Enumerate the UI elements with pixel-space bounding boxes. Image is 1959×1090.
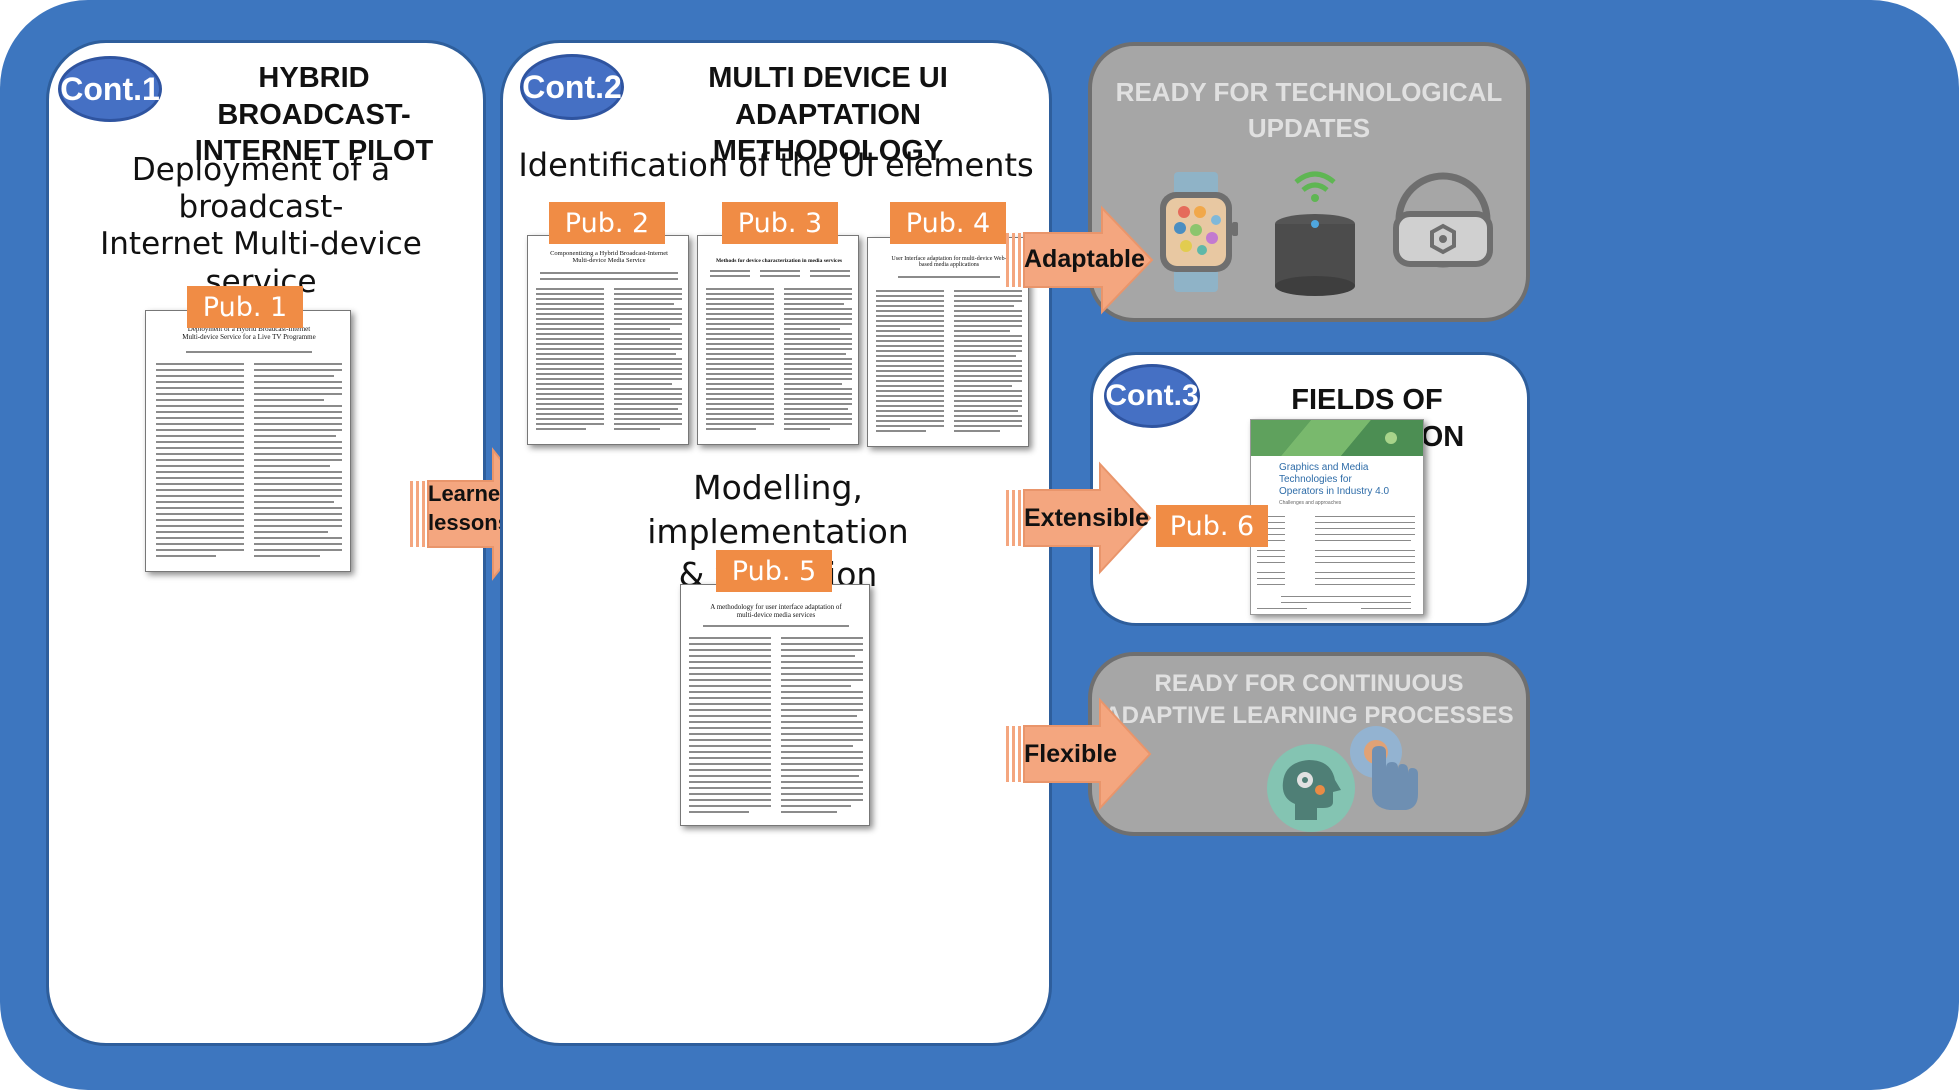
learned-lessons-label: Learned lessons [428, 481, 514, 535]
ai-brain-icon [1267, 744, 1355, 832]
paper-pub4: User Interface adaptation for multi-devi… [867, 237, 1029, 447]
flexible-label: Flexible [1024, 740, 1118, 768]
pub4-label: Pub. 4 [890, 202, 1006, 244]
paper-pub5: A methodology for user interface adaptat… [680, 584, 870, 826]
cont2-badge: Cont.2 [520, 54, 624, 120]
paper-pub2: Componentizing a Hybrid Broadcast-Intern… [527, 235, 689, 445]
cont1-badge: Cont.1 [58, 56, 162, 122]
pub2-label: Pub. 2 [549, 202, 665, 244]
cont3-badge: Cont.3 [1104, 364, 1200, 428]
cont1-subtitle: Deployment of a broadcast- Internet Mult… [100, 152, 422, 300]
pub5-label: Pub. 5 [716, 550, 832, 592]
book-cover-graphic [1251, 420, 1423, 456]
paper-pub6: Graphics and Media Technologies for Oper… [1250, 419, 1424, 615]
adaptable-label: Adaptable [1024, 245, 1145, 273]
pub1-label: Pub. 1 [187, 286, 303, 328]
paper-pub1-title: Deployment of a Hybrid Broadcast-Interne… [182, 325, 316, 341]
pub6-book-subtitle: Challenges and approaches [1279, 500, 1342, 506]
extensible-label: Extensible [1024, 504, 1150, 532]
tech-updates-text: READY FOR TECHNOLOGICAL UPDATES [1115, 77, 1503, 144]
paper-pub1: Deployment of a Hybrid Broadcast-Interne… [145, 310, 351, 572]
paper-pub2-title: Componentizing a Hybrid Broadcast-Intern… [550, 250, 668, 264]
pub3-label: Pub. 3 [722, 202, 838, 244]
paper-pub3: Methods for device characterization in m… [697, 235, 859, 445]
adaptive-learning-text: READY FOR CONTINUOUS ADAPTIVE LEARNING P… [1104, 670, 1514, 730]
cont2-title: MULTI DEVICE UI ADAPTATION METHODOLOGY [708, 62, 948, 168]
vr-headset-icon [1393, 172, 1493, 268]
paper-pub3-title: Methods for device characterization in m… [715, 258, 843, 264]
pub6-label: Pub. 6 [1156, 505, 1268, 547]
extensible-arrow [1006, 461, 1152, 575]
adaptable-arrow [1006, 205, 1154, 315]
cont2-subtitle: Identification of the UI elements [518, 146, 1034, 184]
flexible-arrow [1006, 697, 1152, 811]
pub6-book-title: Graphics and Media Technologies for Oper… [1279, 462, 1390, 497]
paper-pub4-title: User Interface adaptation for multi-devi… [891, 256, 1007, 268]
touch-hand-icon [1350, 726, 1418, 810]
paper-pub5-title: A methodology for user interface adaptat… [710, 603, 842, 619]
cont1-title: HYBRID BROADCAST- INTERNET PILOT [194, 62, 434, 168]
smartwatch-icon [1160, 172, 1238, 292]
smart-speaker-icon [1275, 171, 1355, 296]
